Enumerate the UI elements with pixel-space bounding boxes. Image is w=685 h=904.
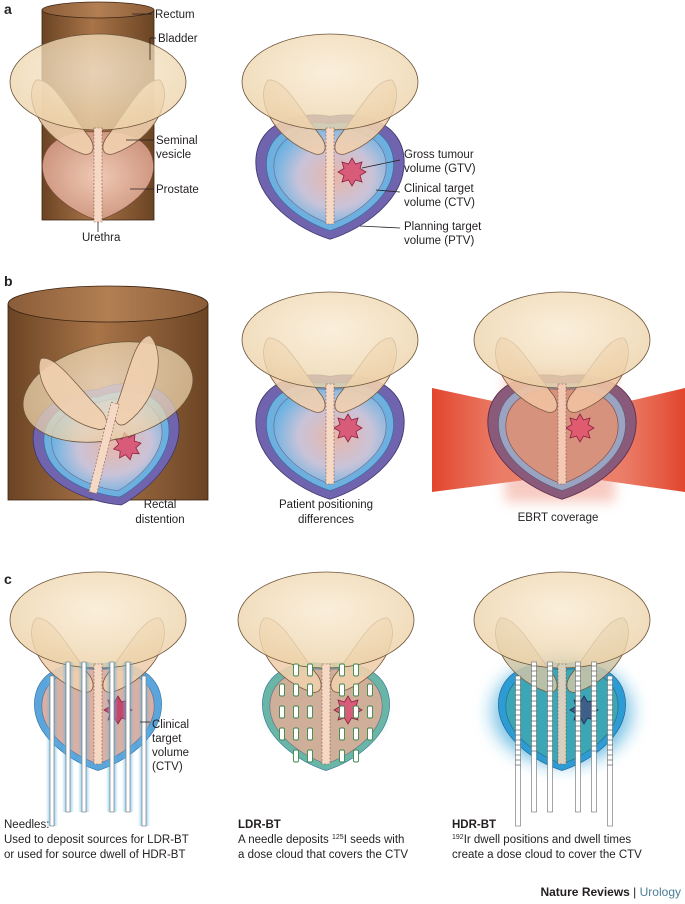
journal-section: Urology [640, 885, 681, 899]
seed [339, 727, 345, 741]
caption-hdr-title: HDR-BT [452, 819, 496, 831]
label-ctv-2: volume (CTV) [404, 197, 475, 209]
caption-rectal-1: Rectal [144, 499, 177, 511]
caption-ebrt: EBRT coverage [518, 512, 599, 524]
seed [293, 727, 299, 741]
panel-a-labels: Rectum Bladder Seminal vesicle Prostate … [82, 9, 199, 244]
label-rectum: Rectum [155, 9, 195, 21]
caption-ldr-2: a dose cloud that covers the CTV [238, 849, 408, 861]
seed [307, 727, 313, 741]
label-ctv-1: Clinical target [404, 183, 474, 195]
seed [353, 705, 359, 719]
panel-b-rectal-distention [7, 285, 209, 521]
hdr-needle [547, 661, 553, 813]
caption-patient-1: Patient positioning [279, 499, 373, 511]
panel-a-volumes [241, 33, 419, 240]
panel-b-ebrt-coverage [432, 291, 685, 502]
needle [65, 661, 71, 813]
needle-array [46, 661, 150, 827]
seed [353, 683, 359, 697]
caption-hdr-1-post: Ir dwell positions and dwell times [464, 834, 632, 846]
seed [353, 749, 359, 763]
caption-ldr-title: LDR-BT [238, 819, 281, 831]
label-gtv-1: Gross tumour [404, 149, 474, 161]
caption-hdr-1-sup: 192 [452, 834, 464, 841]
seed [339, 749, 345, 763]
seed-array [279, 663, 373, 763]
seed [293, 683, 299, 697]
panel-c-needles [9, 571, 187, 827]
caption-rectal-2: distention [135, 514, 184, 526]
caption-hdr-2: create a dose cloud to cover the CTV [452, 849, 642, 861]
label-gtv-2: volume (GTV) [404, 163, 476, 175]
panel-a-anatomy [9, 1, 187, 223]
caption-ldr-1: A needle deposits 125I seeds with [238, 834, 404, 846]
panel-c-ldr [237, 571, 415, 772]
label-seminal-1: Seminal [156, 135, 198, 147]
seed [307, 749, 313, 763]
seed [293, 749, 299, 763]
label-ctv-c-3: volume [152, 747, 189, 759]
seed [367, 683, 373, 697]
hdr-needle [515, 675, 521, 827]
seed [279, 683, 285, 697]
label-ctv-c-2: target [152, 733, 182, 745]
caption-hdr-1: 192Ir dwell positions and dwell times [452, 834, 631, 846]
seed [293, 705, 299, 719]
seed [307, 663, 313, 677]
label-ptv-1: Planning target [404, 221, 482, 233]
seed [339, 663, 345, 677]
seed [307, 683, 313, 697]
caption-needles-title: Needles: [4, 819, 49, 831]
panel-letter-a: a [4, 1, 12, 17]
panel-b-patient-positioning [241, 291, 419, 500]
needle [81, 661, 87, 813]
caption-needles-1: Used to deposit sources for LDR-BT [4, 834, 189, 846]
journal-credit: Nature Reviews | Urology [540, 885, 681, 899]
needle [141, 675, 147, 827]
seed [353, 727, 359, 741]
needle [109, 661, 115, 813]
caption-ldr-1-pre: A needle deposits [238, 834, 332, 846]
needle [49, 675, 55, 827]
hdr-needle [607, 675, 613, 827]
label-bladder: Bladder [158, 33, 198, 45]
seed [353, 663, 359, 677]
hdr-needle [575, 661, 581, 813]
label-ptv-2: volume (PTV) [404, 235, 474, 247]
hdr-needle-array [515, 661, 613, 827]
panel-c-hdr [473, 571, 651, 827]
seed [307, 705, 313, 719]
panel-letter-c: c [4, 571, 12, 587]
bladder-shape [9, 33, 187, 131]
label-seminal-2: vesicle [156, 149, 191, 161]
seed [367, 705, 373, 719]
caption-patient-2: differences [298, 514, 354, 526]
caption-ldr-1-sup: 125 [332, 834, 344, 841]
label-ctv-c-4: (CTV) [152, 761, 183, 773]
label-urethra: Urethra [82, 232, 121, 244]
panel-a-volume-labels: Gross tumour volume (GTV) Clinical targe… [359, 149, 482, 247]
caption-needles-2: or used for source dwell of HDR-BT [4, 849, 186, 861]
hdr-needle [531, 661, 537, 813]
urethra-shape [93, 127, 103, 223]
seed [367, 727, 373, 741]
journal-name: Nature Reviews [540, 885, 630, 899]
needle [125, 661, 131, 813]
seed [339, 683, 345, 697]
caption-ldr-1-post: I seeds with [344, 834, 405, 846]
hdr-needle [591, 661, 597, 813]
label-prostate: Prostate [156, 184, 199, 196]
seed [339, 705, 345, 719]
panel-letter-b: b [4, 273, 13, 289]
label-ctv-c-1: Clinical [152, 719, 189, 731]
seed [279, 727, 285, 741]
seed [279, 705, 285, 719]
seed [293, 663, 299, 677]
journal-separator: | [630, 885, 640, 899]
